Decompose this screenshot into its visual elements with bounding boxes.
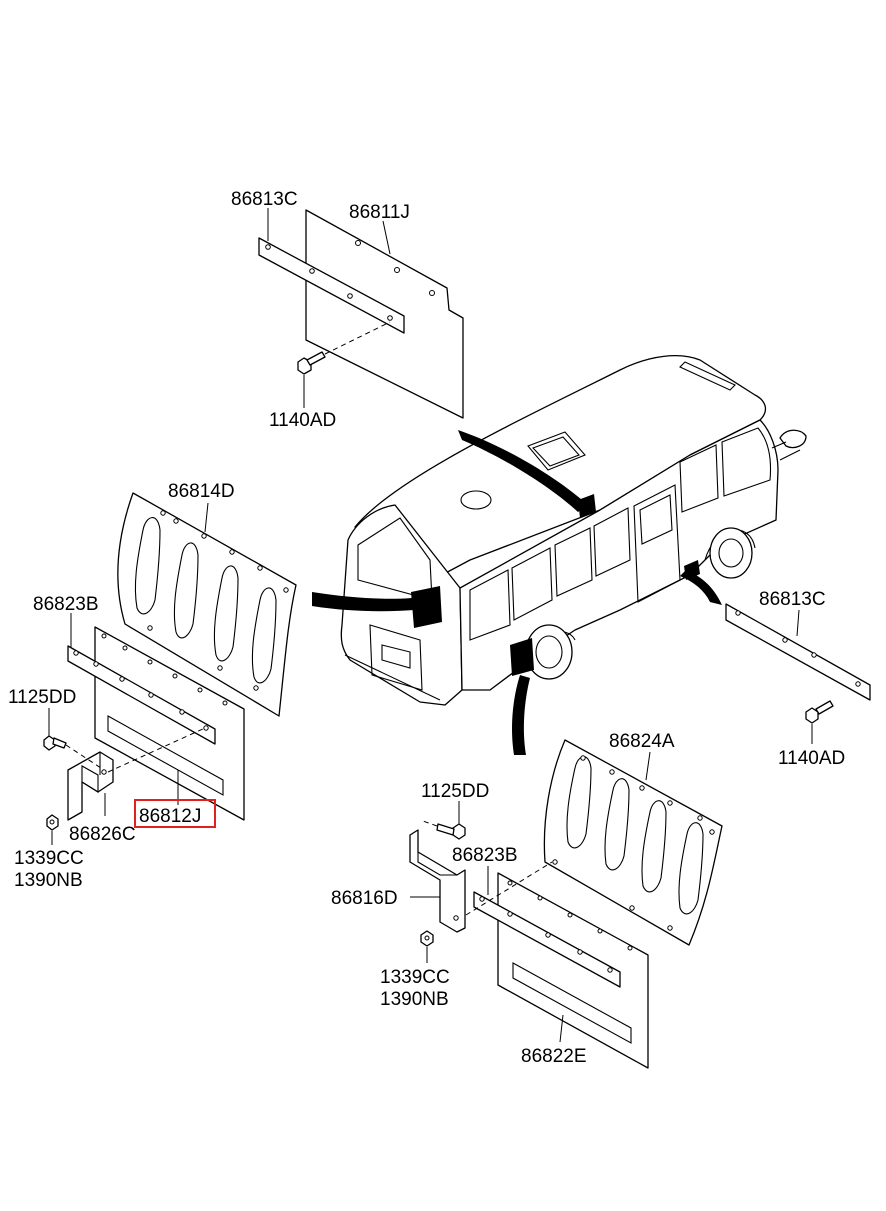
label-1339cc-right: 1339CC xyxy=(380,967,450,988)
right-guard xyxy=(543,739,723,946)
right-mudflap xyxy=(497,872,649,1069)
left-strip xyxy=(67,645,216,745)
right-side-assembly xyxy=(725,603,871,744)
highlight-86812j xyxy=(134,799,216,828)
label-86816d: 86816D xyxy=(331,888,398,909)
label-1140ad-top: 1140AD xyxy=(269,410,336,431)
van-body xyxy=(340,355,807,706)
label-86823b-left: 86823B xyxy=(33,594,99,615)
labels: 86813C 86811J 1140AD 86814D 86823B 1125D… xyxy=(8,189,845,1067)
top-assembly xyxy=(258,208,464,419)
left-bracket xyxy=(67,751,114,821)
label-86811j: 86811J xyxy=(349,202,410,223)
label-1125dd-right: 1125DD xyxy=(421,781,489,802)
left-assembly xyxy=(43,492,297,845)
label-86813c-top: 86813C xyxy=(231,189,298,210)
front-wheel xyxy=(709,527,753,579)
label-1390nb-right: 1390NB xyxy=(380,989,449,1010)
label-86826c: 86826C xyxy=(69,824,136,845)
top-bolt xyxy=(297,321,391,375)
label-86823b-right: 86823B xyxy=(452,845,518,866)
top-strip xyxy=(258,237,405,334)
label-86812j: 86812J xyxy=(139,806,201,827)
callout-arrows xyxy=(312,430,722,755)
left-guard xyxy=(117,492,297,717)
label-86824a: 86824A xyxy=(609,731,675,752)
label-86814d: 86814D xyxy=(168,481,235,502)
label-86822e: 86822E xyxy=(521,1046,587,1067)
lower-right-assembly xyxy=(409,739,723,1069)
left-mudflap xyxy=(94,626,245,821)
right-bracket xyxy=(409,829,466,933)
left-nut xyxy=(46,814,59,831)
label-86813c-right: 86813C xyxy=(759,589,826,610)
rear-wheel xyxy=(525,624,573,680)
label-1390nb-left: 1390NB xyxy=(14,870,83,891)
label-1339cc-left: 1339CC xyxy=(14,848,84,869)
right-strip xyxy=(725,603,871,701)
label-1140ad-right: 1140AD xyxy=(778,748,845,769)
right-bolt xyxy=(805,700,834,724)
right-nut xyxy=(420,930,434,947)
label-1125dd-left: 1125DD xyxy=(8,687,76,708)
